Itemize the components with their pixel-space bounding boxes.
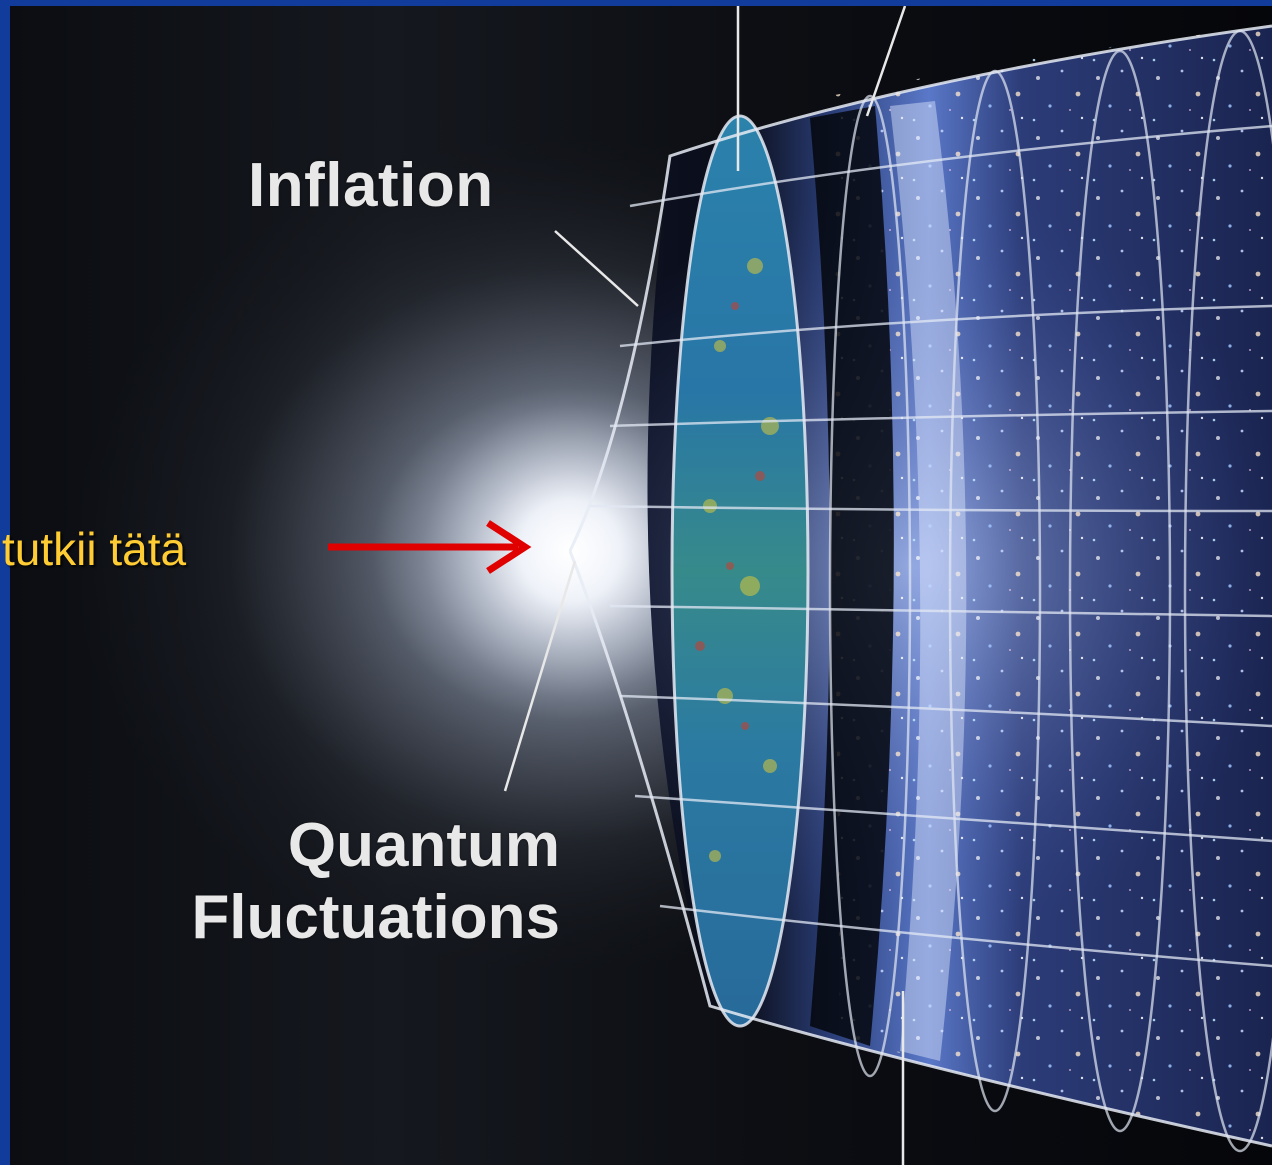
quantum-label-line2: Fluctuations bbox=[191, 883, 560, 952]
inflation-label: Inflation bbox=[248, 151, 494, 220]
annotation-text: tutkii tätä bbox=[2, 523, 187, 575]
universe-expansion-illustration bbox=[10, 6, 1272, 1165]
red-arrow-head bbox=[486, 520, 532, 574]
quantum-fluctuations-label: Quantum Fluctuations bbox=[120, 810, 560, 954]
quantum-label-line1: Quantum bbox=[287, 811, 560, 880]
universe-timeline-image bbox=[10, 6, 1272, 1165]
